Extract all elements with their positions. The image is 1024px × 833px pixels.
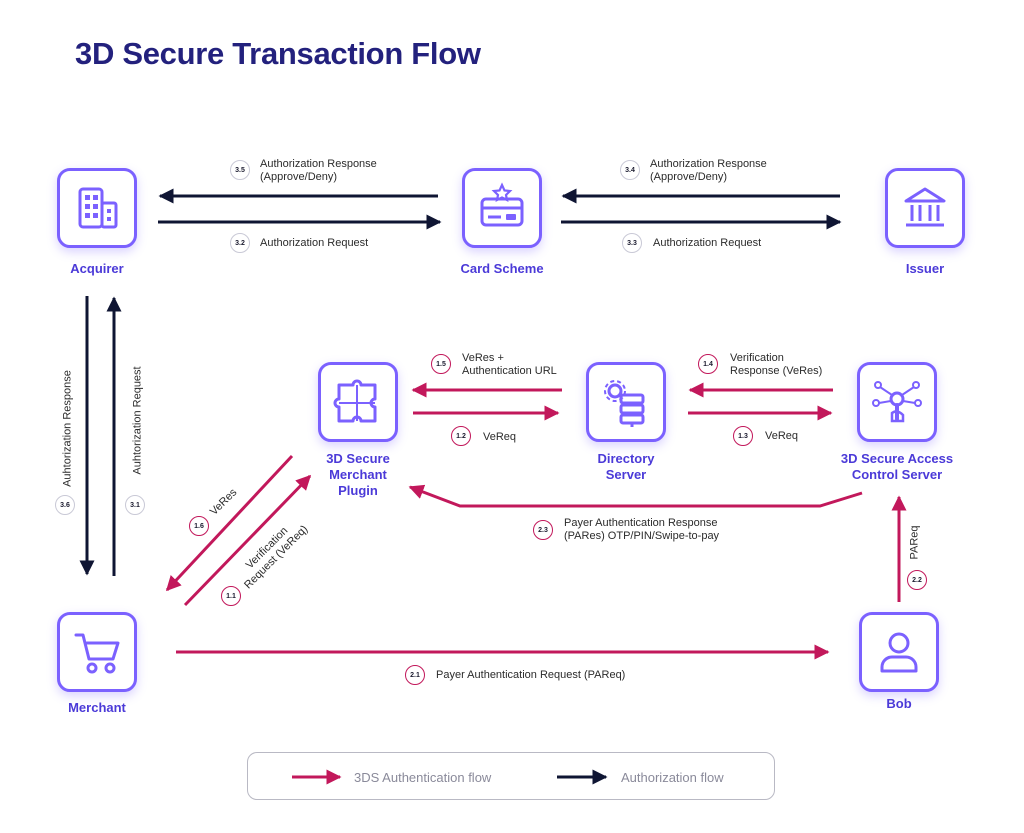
- merchant-plugin-node: [318, 362, 398, 442]
- merchant-label: Merchant: [68, 700, 126, 715]
- legend-auth-flow: 3DS Authentication flow: [354, 770, 492, 785]
- page-title: 3D Secure Transaction Flow: [75, 36, 481, 71]
- step-badge-3-6: 3.6: [55, 495, 75, 515]
- step-badge-3-5: 3.5: [230, 160, 250, 180]
- arrow-2-3: [408, 484, 863, 508]
- step-badge-3-1: 3.1: [125, 495, 145, 515]
- edge-label-3-3: Authorization Request: [653, 237, 762, 249]
- step-badge-1-4: 1.4: [698, 354, 718, 374]
- bob-node: [859, 612, 939, 692]
- edge-label-2-3: Payer Authentication Response (PARes) OT…: [564, 517, 720, 542]
- step-badge-1-2: 1.2: [451, 426, 471, 446]
- edge-label-1-3: VeReq: [765, 430, 799, 442]
- directory-server-node: [586, 362, 666, 442]
- edge-label-3-1: Auhtorization Request: [131, 366, 144, 475]
- edge-label-2-1: Payer Authentication Request (PAReq): [436, 669, 626, 681]
- arrow-1-1: [183, 474, 312, 607]
- merchant-plugin-label: 3D Secure Merchant Plugin: [326, 451, 390, 498]
- step-badge-3-2: 3.2: [230, 233, 250, 253]
- merchant-node: [57, 612, 137, 692]
- edge-label-3-4: Authorization Response (Approve/Deny): [650, 158, 767, 183]
- edge-label-1-5: VeRes + Authentication URL: [462, 352, 557, 377]
- step-badge-3-4: 3.4: [620, 160, 640, 180]
- credit-card-icon: [480, 182, 524, 227]
- edge-label-2-2: PAReq: [908, 525, 921, 560]
- step-badge-2-1: 2.1: [405, 665, 425, 685]
- card-scheme-label: Card Scheme: [460, 261, 544, 276]
- fingerprint-network-icon: [872, 381, 922, 423]
- step-badge-1-1: 1.1: [221, 586, 241, 606]
- edge-label-3-6: Auhtorization Response: [61, 370, 74, 487]
- step-badge-3-3: 3.3: [622, 233, 642, 253]
- legend: [247, 752, 775, 800]
- directory-server-label: Directory Server: [597, 451, 655, 482]
- edge-label-3-2: Authorization Request: [260, 237, 369, 249]
- puzzle-icon: [333, 379, 377, 423]
- cart-icon: [74, 633, 120, 674]
- acs-label: 3D Secure Access Control Server: [840, 451, 954, 482]
- step-badge-2-3: 2.3: [533, 520, 553, 540]
- acs-node: [857, 362, 937, 442]
- step-badge-2-2: 2.2: [907, 570, 927, 590]
- bob-label: Bob: [886, 696, 912, 711]
- issuer-label: Issuer: [905, 261, 945, 276]
- arrow-1-6: [165, 454, 294, 592]
- step-badge-1-3: 1.3: [733, 426, 753, 446]
- legend-authorization-flow: Authorization flow: [621, 770, 724, 785]
- acquirer-node: [57, 168, 137, 248]
- acquirer-label: Acquirer: [70, 261, 124, 276]
- step-badge-1-6: 1.6: [189, 516, 209, 536]
- server-icon: [604, 380, 645, 427]
- building-icon: [78, 187, 118, 229]
- bank-icon: [904, 187, 946, 227]
- card-scheme-node: [462, 168, 542, 248]
- edge-label-1-4: Verification Response (VeRes): [730, 352, 823, 377]
- step-badge-1-5: 1.5: [431, 354, 451, 374]
- issuer-node: [885, 168, 965, 248]
- edge-label-1-2: VeReq: [483, 431, 517, 443]
- user-icon: [880, 632, 918, 673]
- edge-label-3-5: Authorization Response (Approve/Deny): [260, 158, 377, 183]
